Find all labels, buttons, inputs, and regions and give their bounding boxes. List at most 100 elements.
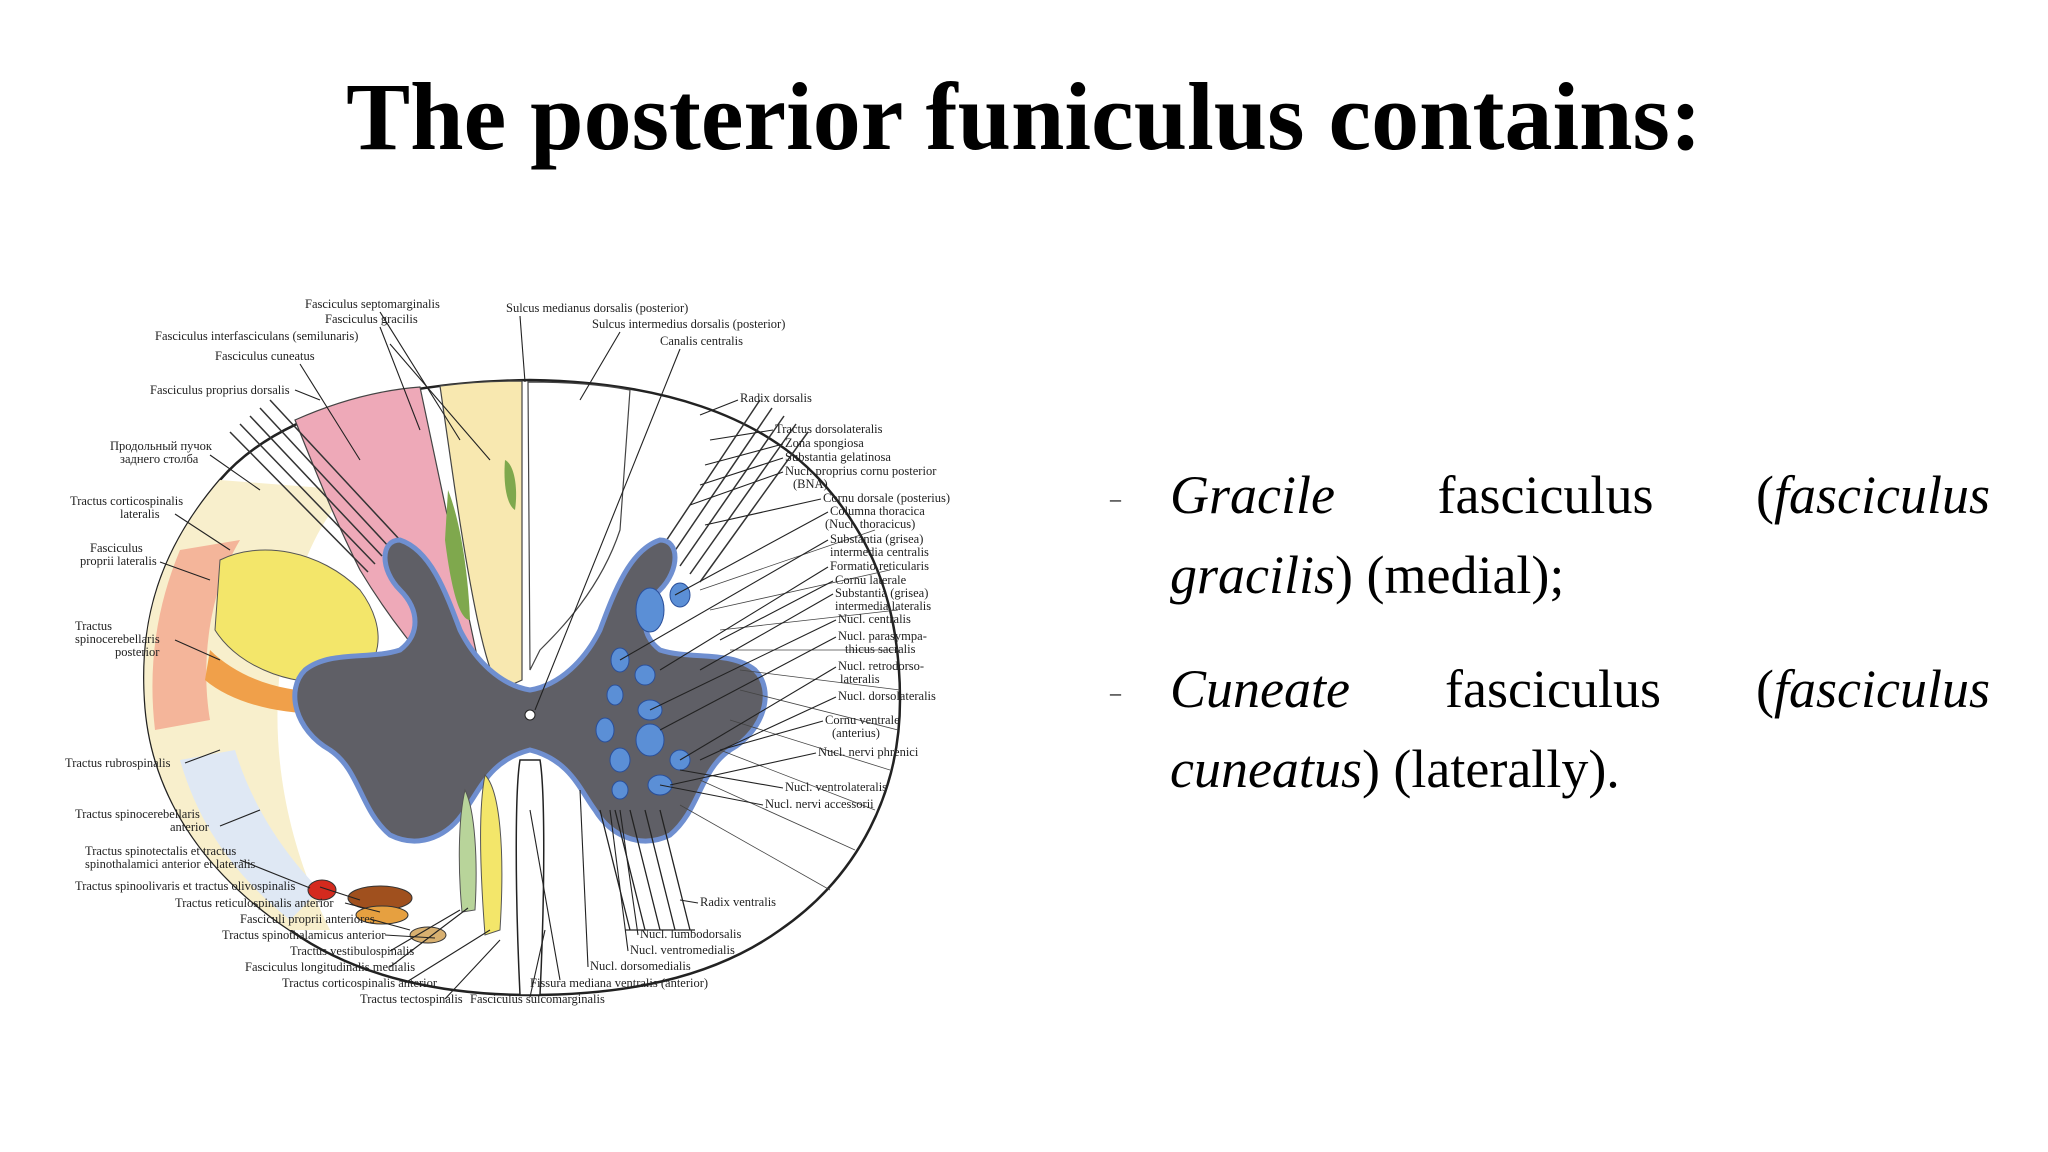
label-substantia-gelatinosa: Substantia gelatinosa (785, 450, 891, 464)
anterior-corticospinal-yellow (479, 773, 503, 936)
grey-matter (292, 537, 768, 844)
labels-top: Sulcus medianus dorsalis (posterior) Sul… (506, 301, 785, 711)
label-tractus-spinothalamicus-anterior: Tractus spinothalamicus anterior (222, 928, 386, 942)
label-nucl-centralis: Nucl. centralis (838, 612, 911, 626)
label-tractus-reticulospinalis: Tractus reticulospinalis anterior (175, 896, 334, 910)
interfascicular-green-bundle (504, 460, 517, 510)
bullet-position-lateral: ) (laterally). (1361, 739, 1620, 799)
label-nucl-parasympathicus-1: Nucl. parasympa- (838, 629, 927, 643)
red-tract (307, 879, 337, 901)
label-fasciculus-interfascicularis: Fasciculus interfasciculans (semilunaris… (155, 329, 358, 343)
bullet-gracile-fasciculus: – Gracile fasciculus (fasciculus gracili… (1110, 455, 1990, 615)
label-tractus-corticospinalis-1: Tractus corticospinalis (70, 494, 183, 508)
bullet-latin-gracilis: fasciculus gracilis (1170, 465, 1990, 605)
label-fasciculus-septomarginalis: Fasciculus septomarginalis (305, 297, 440, 311)
bullet-marker: – (1110, 680, 1121, 705)
label-cornu-laterale: Cornu laterale (835, 573, 907, 587)
labels-right: Radix dorsalis Tractus dorsolateralis Zo… (740, 391, 950, 811)
bullet-position-medial: ) (medial); (1335, 545, 1565, 605)
label-radix-dorsalis: Radix dorsalis (740, 391, 812, 405)
label-radix-ventralis: Radix ventralis (700, 895, 776, 909)
label-tractus-corticospinalis-2: lateralis (120, 507, 160, 521)
label-substantia-grisea-1: Substantia (grisea) (830, 532, 923, 546)
label-columna-thoracica: Columna thoracica (830, 504, 925, 518)
label-tractus-spinocerebellaris-post-2: spinocerebellaris (75, 632, 160, 646)
label-nucl-thoracicus: (Nucl. thoracicus) (825, 517, 915, 531)
labels-bottom: Radix ventralis Nucl. lumbodorsalis Nucl… (470, 789, 776, 1006)
central-canal (524, 709, 536, 721)
label-intermedia-centralis: intermedia centralis (830, 545, 929, 559)
label-tractus-corticospinalis-anterior: Tractus corticospinalis anterior (282, 976, 438, 990)
bullet-marker: – (1110, 486, 1121, 511)
label-bna: (BNA) (793, 477, 828, 491)
label-tractus-dorsolateralis: Tractus dorsolateralis (775, 422, 883, 436)
label-nucl-retrodorso-2: lateralis (840, 672, 880, 686)
label-sulcus-medianus-dorsalis: Sulcus medianus dorsalis (posterior) (506, 301, 688, 315)
ventral-median-fissure (515, 759, 545, 996)
dorsal-median-white (527, 381, 631, 671)
leader-lines-left (159, 311, 501, 1000)
label-zona-spongiosa: Zona spongiosa (785, 436, 864, 450)
bullet-cuneate-fasciculus: – Cuneate fasciculus (fasciculus cuneatu… (1110, 649, 1990, 809)
label-nucl-nervi-phrenici: Nucl. nervi phrenici (818, 745, 919, 759)
label-formatio-reticularis: Formatio reticularis (830, 559, 929, 573)
label-prodolny-puchok-1: Продольный пучок (110, 439, 213, 453)
label-substantia-grisea-2: Substantia (grisea) (835, 586, 928, 600)
label-nucl-ventrolateralis: Nucl. ventrolateralis (785, 780, 887, 794)
label-nucl-dorsomedialis: Nucl. dorsomedialis (590, 959, 691, 973)
label-tractus-vestibulospinalis: Tractus vestibulospinalis (290, 944, 414, 958)
label-cornu-dorsale: Cornu dorsale (posterius) (823, 491, 950, 505)
bullet-term-cuneate: Cuneate (1170, 659, 1350, 719)
slide-title: The posterior funiculus contains: (346, 63, 1702, 170)
label-nucl-parasympathicus-2: thicus sacralis (845, 642, 916, 656)
label-nucl-retrodorso-1: Nucl. retrodorso- (838, 659, 924, 673)
label-intermedia-lateralis: intermedia lateralis (835, 599, 931, 613)
label-canalis-centralis: Canalis centralis (660, 334, 743, 348)
label-anterius: (anterius) (832, 726, 880, 740)
label-fasciculus-cuneatus: Fasciculus cuneatus (215, 349, 315, 363)
spinal-cord-diagram: Fasciculus septomarginalis Fasciculus gr… (65, 297, 950, 1006)
label-cornu-ventrale: Cornu ventrale (825, 713, 900, 727)
bullet-text-cuneate: Cuneate fasciculus (fasciculus cuneatus)… (1170, 649, 1990, 809)
label-fasciculus-sulcomarginalis: Fasciculus sulcomarginalis (470, 992, 605, 1006)
label-fasciculus-longitudinalis-medialis: Fasciculus longitudinalis medialis (245, 960, 415, 974)
ventral-root-right (599, 809, 695, 931)
label-tractus-spinocerebellaris-ant-1: Tractus spinocerebellaris (75, 807, 200, 821)
label-fasciculus-gracilis: Fasciculus gracilis (325, 312, 418, 326)
label-prodolny-puchok-2: заднего столба (120, 452, 199, 466)
label-tractus-spinocerebellaris-post-3: posterior (115, 645, 160, 659)
bullet-fasciculus-word: fasciculus ( (1334, 465, 1775, 525)
label-tractus-tectospinalis: Tractus tectospinalis (360, 992, 463, 1006)
label-tractus-rubrospinalis: Tractus rubrospinalis (65, 756, 171, 770)
septomarginal-green-bundle (445, 490, 470, 620)
right-half-fibers (679, 529, 901, 891)
medial-longitudinal-green (458, 788, 477, 913)
spinal-cord-cross-section-figure: Fasciculus septomarginalis Fasciculus gr… (60, 290, 1000, 1050)
label-tractus-spinotectalis-1: Tractus spinotectalis et tractus (85, 844, 236, 858)
label-fasciculus-proprius-dorsalis: Fasciculus proprius dorsalis (150, 383, 290, 397)
bullet-fasciculus-word: fasciculus ( (1349, 659, 1775, 719)
bullet-term-gracile: Gracile (1170, 465, 1335, 525)
label-tractus-spinocerebellaris-ant-2: anterior (170, 820, 210, 834)
label-tractus-spinoolivaris: Tractus spinoolivaris et tractus olivosp… (75, 879, 295, 893)
dorsal-root-left (229, 399, 401, 573)
label-nucl-ventromedialis: Nucl. ventromedialis (630, 943, 735, 957)
bullet-list: – Gracile fasciculus (fasciculus gracili… (1110, 455, 1990, 843)
label-nucl-nervi-accessorii: Nucl. nervi accessorii (765, 797, 874, 811)
label-tractus-spinocerebellaris-post-1: Tractus (75, 619, 112, 633)
label-fasciculi-proprii-anteriores: Fasciculi proprii anteriores (240, 912, 375, 926)
bullet-latin-cuneatus: fasciculus cuneatus (1170, 659, 1990, 799)
label-nucl-lumbodorsalis: Nucl. lumbodorsalis (640, 927, 742, 941)
label-tractus-spinotectalis-2: spinothalamici anterior et lateralis (85, 857, 256, 871)
label-sulcus-intermedius-dorsalis: Sulcus intermedius dorsalis (posterior) (592, 317, 785, 331)
orange-tract (355, 905, 409, 925)
label-fasciculus-propri-2: proprii lateralis (80, 554, 157, 568)
label-fasciculus-propri-1: Fasciculus (90, 541, 143, 555)
lateral-corticospinal-tract (214, 549, 379, 684)
label-fissura-mediana-ventralis: Fissura mediana ventralis (anterior) (530, 976, 708, 990)
bullet-text-gracile: Gracile fasciculus (fasciculus gracilis)… (1170, 455, 1990, 615)
label-nucl-dorsolateralis: Nucl. dorsolateralis (838, 689, 936, 703)
labels-left: Fasciculus septomarginalis Fasciculus gr… (65, 297, 463, 1006)
leader-lines-right (619, 399, 837, 806)
label-nucl-proprius: Nucl. proprius cornu posterior (785, 464, 937, 478)
